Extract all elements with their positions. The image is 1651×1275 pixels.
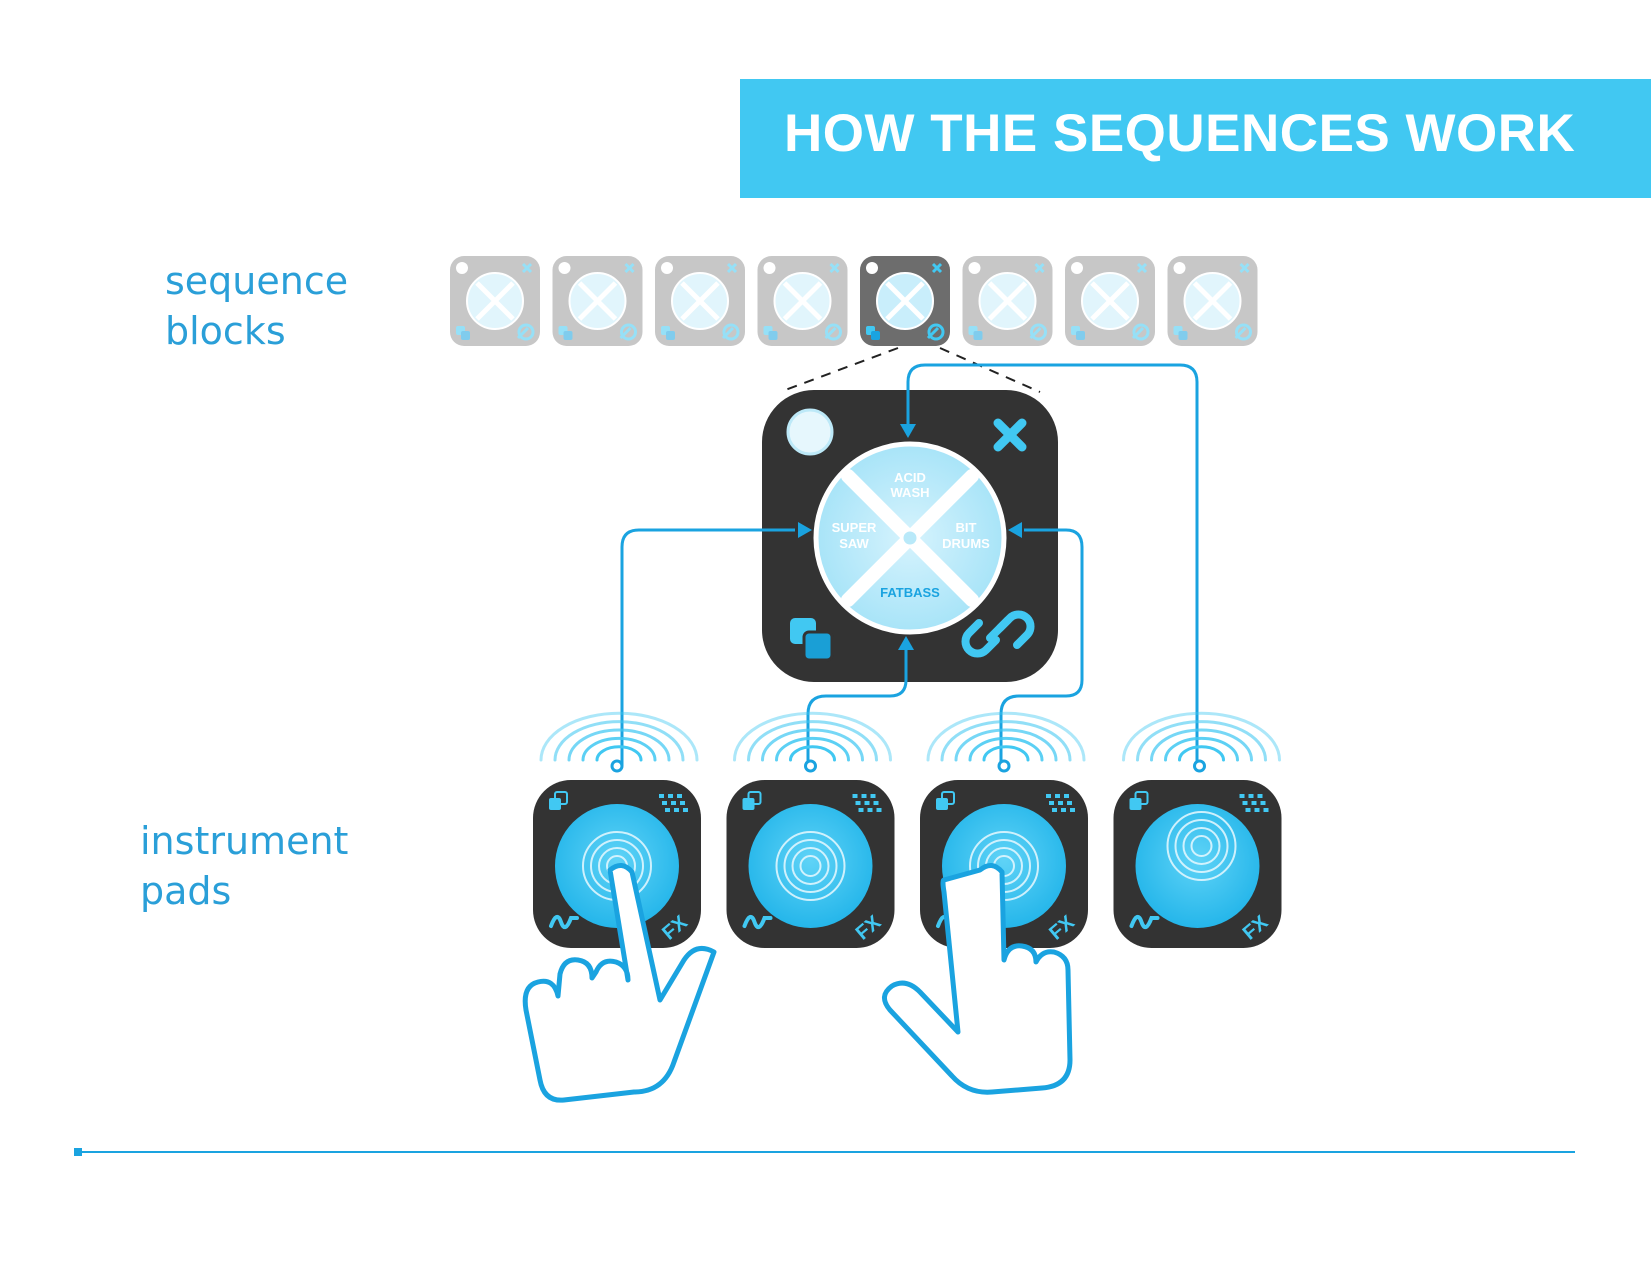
link-icon — [1029, 323, 1047, 341]
copy-icon — [763, 326, 778, 340]
status-light — [763, 262, 776, 274]
copy-icon[interactable] — [549, 791, 568, 810]
pointing-hand-icon — [882, 863, 1073, 1095]
status-light — [866, 262, 878, 274]
copy-icon — [968, 326, 983, 340]
pad-rings — [1166, 811, 1237, 881]
close-icon — [1239, 262, 1250, 274]
connection-pad2 — [806, 650, 908, 766]
connection-arrowheads — [798, 424, 1022, 650]
copy-icon — [866, 326, 880, 340]
sequence-blocks-label: sequence blocks — [165, 256, 348, 356]
connection-pad4 — [906, 363, 1199, 766]
status-light — [968, 262, 981, 274]
link-icon — [824, 323, 842, 341]
close-icon — [931, 262, 943, 274]
dots-grid-icon[interactable] — [1239, 794, 1269, 812]
link-icon[interactable] — [961, 610, 1035, 658]
close-icon — [1034, 262, 1045, 274]
segment-bottom-label[interactable]: FATBASS — [880, 585, 940, 600]
link-icon — [619, 323, 637, 341]
sequence-block-4[interactable] — [757, 256, 848, 346]
copy-icon — [558, 326, 573, 340]
sequence-block-3[interactable] — [655, 256, 745, 346]
status-light — [786, 408, 834, 456]
sequence-blocks-row — [450, 256, 1258, 346]
sequence-block-5[interactable] — [860, 256, 950, 346]
link-icon — [516, 323, 535, 341]
link-icon — [1234, 323, 1252, 341]
copy-icon[interactable] — [1129, 791, 1149, 810]
close-icon — [521, 262, 533, 274]
squiggle-icon[interactable] — [549, 914, 579, 930]
copy-icon — [661, 326, 675, 340]
close-icon — [829, 262, 840, 274]
close-icon — [1136, 262, 1148, 274]
status-light — [661, 262, 673, 274]
page-title: HOW THE SEQUENCES WORK — [784, 104, 1576, 163]
sequence-block-1[interactable] — [450, 256, 540, 346]
copy-icon[interactable] — [936, 791, 955, 810]
pointing-hand-icon — [522, 863, 717, 1103]
copy-icon[interactable] — [742, 791, 762, 810]
dots-grid-icon[interactable] — [1046, 794, 1075, 812]
instrument-pads-label-line1: instrument — [140, 819, 349, 863]
connection-pad1 — [620, 528, 795, 766]
zoom-line-left — [779, 347, 899, 393]
wireless-signal-icon — [926, 711, 1086, 762]
divider-endpoint — [74, 1148, 82, 1156]
copy-icon — [1071, 326, 1085, 340]
sequence-block-6[interactable] — [962, 256, 1053, 346]
instrument-pad-4[interactable]: FX — [1113, 711, 1282, 948]
sequence-blocks-label-line2: blocks — [165, 309, 286, 353]
pad-surface[interactable] — [748, 804, 873, 928]
instrument-pad-2[interactable]: FX — [726, 711, 895, 948]
dots-grid-icon[interactable] — [852, 794, 882, 812]
status-light — [558, 262, 571, 274]
pad-rings — [775, 831, 846, 901]
pad-surface[interactable] — [1135, 804, 1260, 928]
squiggle-icon[interactable] — [1129, 914, 1160, 930]
connection-pad3 — [999, 528, 1084, 766]
dots-grid-icon[interactable] — [659, 794, 688, 812]
instrument-pads-label: instrument pads — [140, 816, 348, 916]
link-icon — [721, 323, 740, 341]
status-light — [1071, 262, 1083, 274]
wireless-signal-icon — [539, 711, 699, 762]
close-icon — [726, 262, 738, 274]
close-icon[interactable] — [993, 418, 1027, 452]
wireless-signal-icon — [733, 711, 892, 762]
close-icon — [624, 262, 635, 274]
zoom-line-right — [939, 347, 1041, 393]
status-light — [456, 262, 468, 274]
header-banner: HOW THE SEQUENCES WORK — [740, 79, 1651, 198]
link-icon — [926, 323, 945, 341]
sequence-blocks-label-line1: sequence — [165, 259, 349, 303]
signal-node — [997, 759, 1011, 773]
instrument-pads-label-line2: pads — [140, 869, 232, 913]
sequence-block-2[interactable] — [552, 256, 643, 346]
link-icon — [1131, 323, 1150, 341]
connection-lines — [620, 363, 1199, 766]
status-light — [1173, 262, 1186, 274]
signal-node — [1193, 759, 1206, 773]
copy-icon[interactable] — [790, 618, 834, 662]
signal-node — [804, 759, 817, 773]
signal-node — [610, 759, 624, 773]
sequence-block-8[interactable] — [1167, 256, 1258, 346]
wireless-signal-icon — [1122, 711, 1281, 762]
copy-icon — [1173, 326, 1188, 340]
sequence-block-7[interactable] — [1065, 256, 1155, 346]
squiggle-icon[interactable] — [742, 914, 773, 930]
copy-icon — [456, 326, 470, 340]
